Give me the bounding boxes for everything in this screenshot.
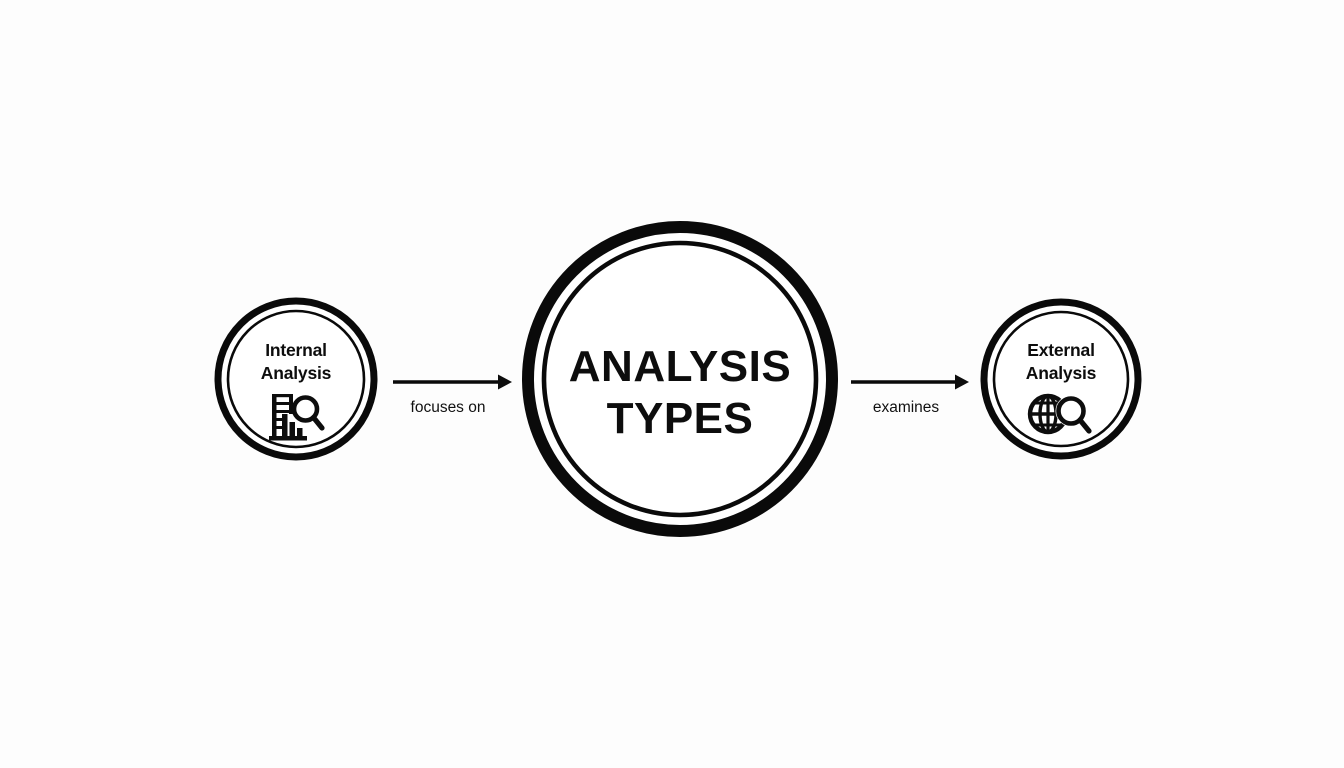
external-node-label-line2: Analysis (1026, 363, 1097, 383)
edge-examines-arrowhead (955, 374, 969, 390)
external-node-background (981, 299, 1141, 459)
edge-examines: examines (851, 374, 969, 416)
globe-magnifier-icon (1027, 393, 1092, 435)
node-analysis-types[interactable]: ANALYSIS TYPES (522, 221, 838, 537)
edge-examines-label: examines (873, 399, 940, 416)
edge-focuses-on-label: focuses on (411, 399, 486, 416)
external-node-label-line1: External (1027, 340, 1094, 360)
internal-node-label-line2: Analysis (261, 363, 332, 383)
node-external-analysis[interactable]: External Analysis (980, 298, 1142, 460)
center-node-label-line1: ANALYSIS (569, 342, 791, 391)
center-node-outer-ring (522, 221, 838, 537)
node-internal-analysis[interactable]: Internal Analysis (214, 297, 378, 461)
bar-chart-magnifier-icon (269, 394, 325, 441)
external-node-inner-ring (992, 310, 1130, 448)
internal-node-label-line1: Internal (265, 340, 327, 360)
edge-focuses-on: focuses on (393, 374, 512, 416)
external-node-outer-ring (980, 298, 1142, 460)
internal-node-outer-ring (214, 297, 378, 461)
internal-node-inner-ring (226, 309, 366, 449)
internal-node-background (216, 299, 376, 459)
center-node-background (522, 221, 838, 537)
edge-focuses-on-arrowhead (498, 374, 512, 390)
center-node-inner-ring (541, 240, 819, 518)
center-node-label-line2: TYPES (607, 394, 754, 443)
